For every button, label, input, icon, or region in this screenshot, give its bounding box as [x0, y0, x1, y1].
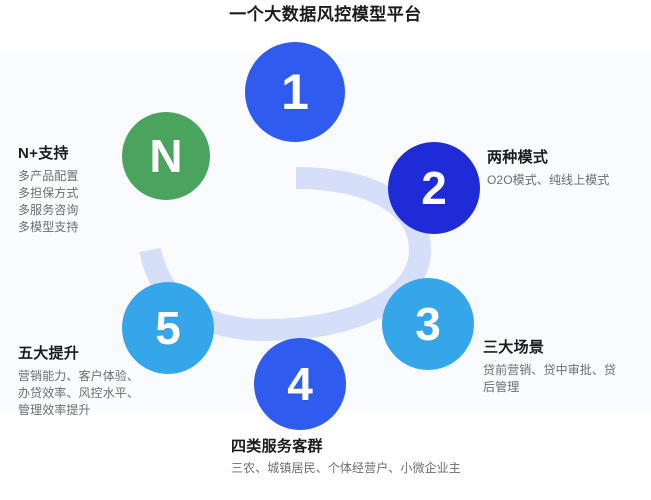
body-line: 管理效率提升	[18, 403, 91, 417]
body-five-improvements: 营销能力、客户体验、 办贷效率、风控水平、 管理效率提升	[18, 368, 186, 419]
body-line: 多担保方式	[18, 186, 79, 200]
text-block-n-support: N+支持 多产品配置 多担保方式 多服务咨询 多模型支持	[18, 144, 130, 236]
text-block-four-customers: 四类服务客群 三农、城镇居民、个体经营户、小微企业主	[231, 437, 631, 477]
body-four-customers: 三农、城镇居民、个体经营户、小微企业主	[231, 460, 631, 477]
body-line: 多服务咨询	[18, 203, 79, 217]
text-block-two-modes: 两种模式 O2O模式、纯线上模式	[487, 148, 642, 189]
body-line: 办贷效率、风控水平、	[18, 386, 140, 400]
node-label-2: 2	[421, 162, 447, 214]
body-n-support: 多产品配置 多担保方式 多服务咨询 多模型支持	[18, 168, 130, 236]
node-circle-5[interactable]: 5	[122, 282, 214, 374]
heading-n-support: N+支持	[18, 145, 69, 162]
node-label-4: 4	[287, 358, 313, 410]
body-line: 多产品配置	[18, 169, 79, 183]
text-block-three-scenes: 三大场景 贷前营销、贷中审批、贷 后管理	[483, 338, 643, 396]
heading-two-modes: 两种模式	[487, 149, 549, 166]
heading-three-scenes: 三大场景	[483, 339, 545, 356]
heading-four-customers: 四类服务客群	[231, 438, 323, 455]
node-circle-4[interactable]: 4	[254, 338, 346, 430]
page-title: 一个大数据风控模型平台	[229, 5, 422, 24]
body-line: 三农、城镇居民、个体经营户、小微企业主	[231, 461, 461, 475]
body-line: 多模型支持	[18, 220, 79, 234]
body-line: 营销能力、客户体验、	[18, 369, 140, 383]
node-label-3: 3	[415, 298, 441, 350]
node-label-5: 5	[155, 302, 181, 354]
node-circle-3[interactable]: 3	[382, 278, 474, 370]
node-circle-2[interactable]: 2	[388, 142, 480, 234]
body-line: 贷前营销、贷中审批、贷	[483, 363, 617, 377]
node-label-n: N	[149, 130, 183, 182]
node-label-1: 1	[281, 64, 309, 120]
node-circle-n[interactable]: N	[122, 112, 210, 200]
node-circle-1[interactable]: 1	[245, 42, 345, 142]
body-three-scenes: 贷前营销、贷中审批、贷 后管理	[483, 362, 643, 396]
body-line: 后管理	[483, 380, 520, 394]
heading-five-improvements: 五大提升	[18, 345, 80, 362]
text-block-five-improvements: 五大提升 营销能力、客户体验、 办贷效率、风控水平、 管理效率提升	[18, 344, 186, 419]
body-line: O2O模式、纯线上模式	[487, 173, 610, 187]
body-two-modes: O2O模式、纯线上模式	[487, 172, 642, 189]
